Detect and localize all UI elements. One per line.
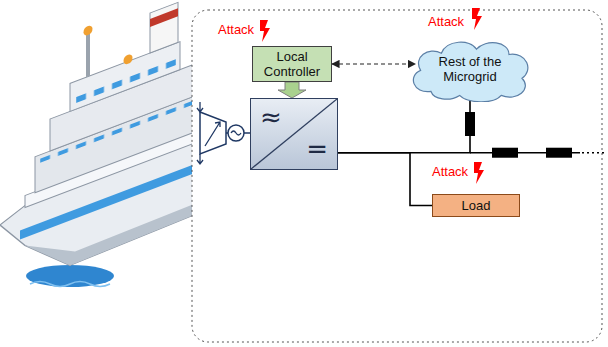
steam-out-arrow	[197, 154, 203, 164]
load-label: Load	[462, 198, 491, 213]
generator-wave	[231, 131, 241, 135]
attack-bolt	[474, 162, 484, 184]
water	[26, 265, 114, 287]
bus-continuation	[582, 152, 604, 154]
controller-box: Local Controller	[252, 46, 332, 82]
converter-symbol: ≈	[260, 103, 282, 131]
bus-layout	[465, 112, 604, 158]
attack-label: Attack	[432, 164, 468, 179]
power-line	[338, 153, 432, 206]
converter-box: ≈=	[250, 98, 338, 170]
cloud-shape	[413, 42, 527, 102]
microgrid-label: Rest of the Microgrid	[427, 54, 513, 84]
attack-label: Attack	[428, 14, 464, 29]
attack-label: Attack	[218, 22, 254, 37]
funnel	[150, 2, 178, 53]
funnel-band	[150, 8, 178, 27]
generator-symbol	[228, 125, 244, 141]
attack-bolt	[260, 20, 270, 42]
converter-symbol: =	[306, 135, 328, 163]
turbine-symbol	[200, 112, 226, 154]
wave	[30, 282, 110, 287]
diagonal-line	[251, 99, 337, 169]
control-arrow	[278, 82, 306, 98]
breaker-symbol	[546, 148, 572, 158]
mast	[86, 29, 90, 77]
attack-bolt	[472, 8, 482, 30]
communication-link	[332, 63, 415, 64]
zoom-region	[192, 10, 602, 342]
load-box: Load	[432, 194, 520, 217]
window-row	[76, 45, 176, 103]
breaker-symbol	[465, 112, 475, 136]
controller-label: Local Controller	[257, 49, 327, 79]
turbine-arrow	[205, 122, 220, 146]
steam-in-arrow	[197, 102, 203, 112]
breaker-symbol	[492, 148, 518, 158]
mast-light	[124, 53, 133, 65]
mast-light	[84, 24, 93, 36]
microgrid-cloud: Rest of the Microgrid	[405, 36, 535, 102]
power-line	[338, 99, 470, 153]
